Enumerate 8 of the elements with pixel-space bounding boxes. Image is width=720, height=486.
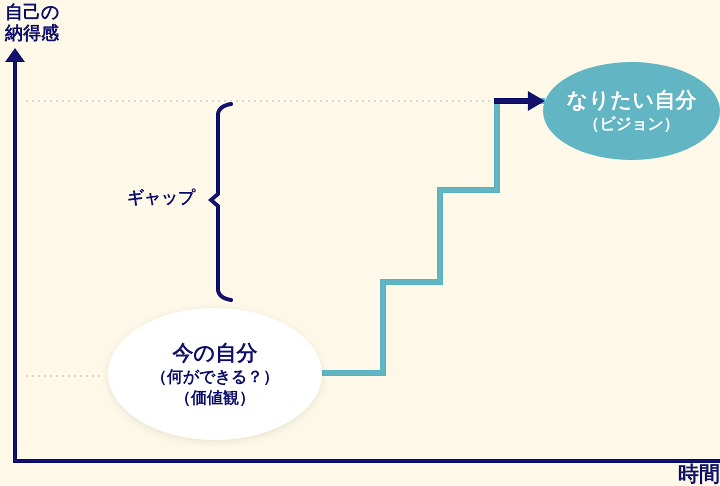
axis-title: 時間: [677, 462, 720, 486]
node-subtitle: （何ができる？）: [151, 366, 279, 388]
node-subtitle: （価値観）: [175, 388, 255, 408]
node-title: なりたい自分: [566, 86, 696, 114]
gap-label: ギャップ: [127, 189, 197, 209]
node-title: 今の自分: [172, 340, 258, 367]
axis-title: 自己の納得感: [4, 3, 60, 44]
node-subtitle: （ビジョン）: [584, 114, 680, 136]
